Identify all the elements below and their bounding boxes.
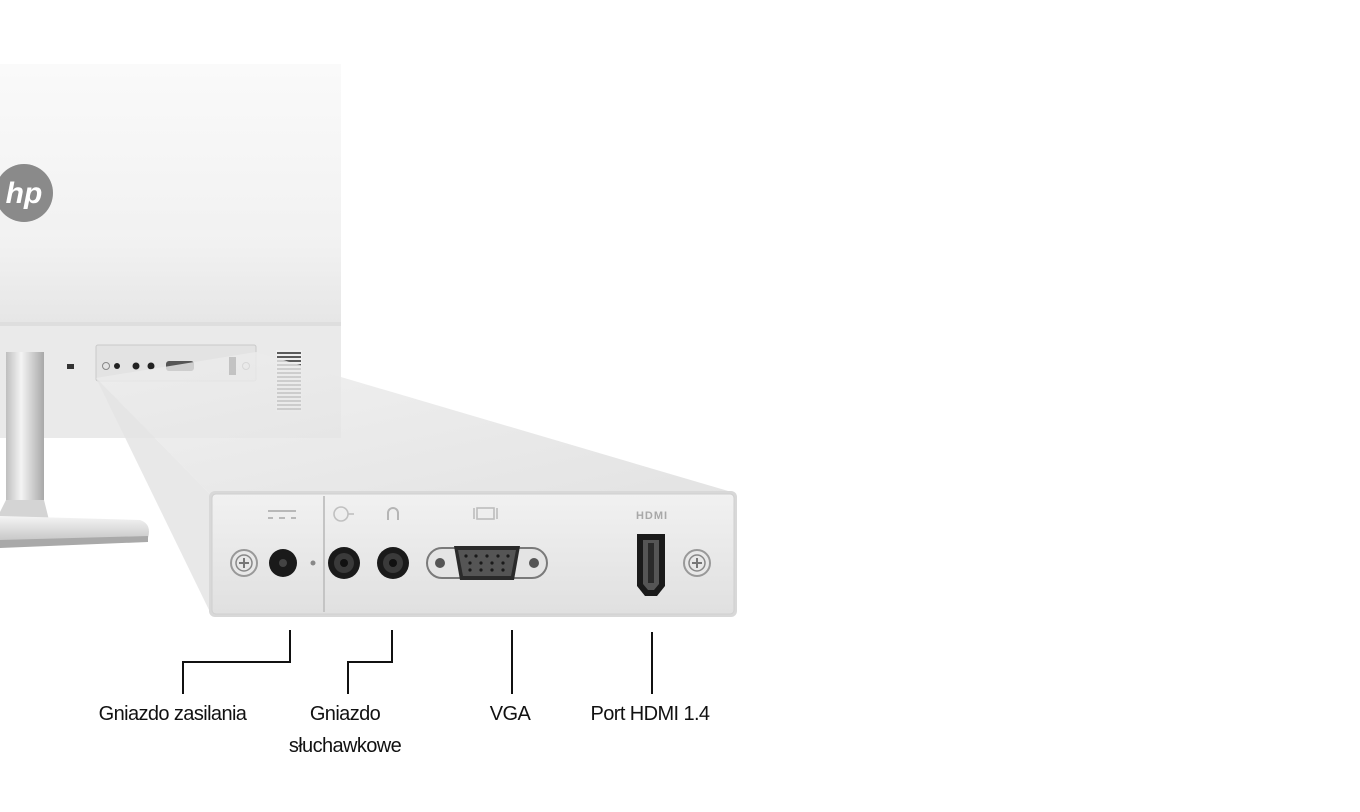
- enlarged-port-panel: HDMI: [209, 491, 737, 617]
- monitor-stand: [0, 352, 149, 548]
- hdmi-label: Port HDMI 1.4: [590, 703, 711, 725]
- hp-logo-text: hp: [6, 177, 43, 210]
- audio-jack-1: [328, 547, 360, 579]
- hp-logo: hp: [0, 164, 53, 222]
- hdmi-port: [637, 534, 665, 596]
- dc-power-icon: [268, 510, 296, 519]
- lock-slot: [67, 364, 74, 369]
- headphone-jack: [377, 547, 409, 579]
- screw-right-icon: [683, 549, 711, 577]
- hdmi-panel-text: HDMI: [636, 510, 668, 522]
- callout-headphone-line: [347, 630, 393, 694]
- screw-left-icon: [230, 549, 258, 577]
- headphone-icon: [387, 507, 399, 520]
- vga-icon: [473, 507, 498, 520]
- callout-power-line: [182, 630, 291, 694]
- power-jack-label: Gniazdo zasilania: [98, 703, 247, 725]
- zoom-cone: [96, 352, 735, 494]
- vga-label: VGA: [489, 703, 531, 725]
- callout-lines: [182, 630, 653, 694]
- vga-port: [426, 546, 548, 580]
- power-jack: [269, 549, 316, 577]
- headphone-jack-label: Gniazdo słuchawkowe: [288, 703, 402, 757]
- audio-in-icon: [333, 506, 354, 522]
